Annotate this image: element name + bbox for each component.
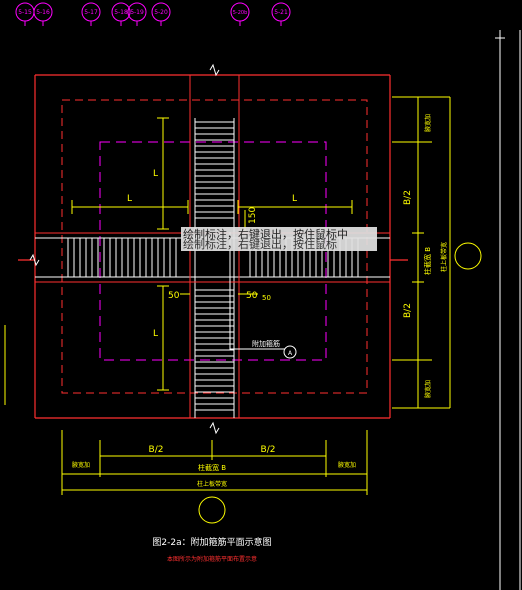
dim-label: 柱上板带宽 [440, 242, 448, 272]
dim-label: 腋宽加 [424, 114, 432, 132]
dim-label: 腋宽加 [338, 461, 356, 469]
axis-label: 5-20b [233, 10, 248, 16]
axis-label: 5-21 [274, 9, 288, 16]
dim-label: 50 [246, 291, 258, 301]
axis-label: 5-20 [154, 9, 168, 16]
dim-label: 柱上板带宽 [197, 480, 227, 488]
dim-label: 150 [248, 207, 258, 224]
dim-label: B/2 [261, 445, 276, 455]
vertical-beam[interactable] [189, 75, 240, 418]
axis-label: 5-15 [18, 9, 32, 16]
callout-label: 附加箍筋 [252, 339, 280, 348]
axis-label: 5-17 [84, 9, 98, 16]
axis-bubbles: 5-15 5-16 5-17 5-18 5-19 5-20 5-20b 5-21 [15, 2, 291, 26]
dim-label: 柱截宽 B [423, 247, 432, 275]
rebar-callout[interactable]: A 附加箍筋 [229, 232, 297, 359]
dim-label: 腋宽加 [72, 461, 90, 469]
figure-title: 图2-2a：附加箍筋平面示意图 [152, 536, 271, 548]
tooltip-line-1: 绘制标注，右键退出，按住鼠标中 [183, 228, 348, 241]
command-tooltip: 绘制标注，右键退出，按住鼠标中 绘制标注，右键退出，按住鼠标 [181, 227, 377, 251]
dim-label: 50 [262, 294, 271, 302]
dim-label: L [153, 169, 158, 179]
dim-label: 50 [168, 291, 180, 301]
dim-label: 腋宽加 [424, 380, 432, 398]
figure-subtitle: 本图所示为附加箍筋平面布置示意 [167, 555, 257, 563]
axis-bubble-bottom[interactable] [198, 496, 226, 524]
tooltip-line-2: 绘制标注，右键退出，按住鼠标 [183, 238, 337, 251]
dim-label: L [127, 194, 132, 204]
dim-label: B/2 [149, 445, 164, 455]
axis-label: 5-18 [114, 9, 128, 16]
break-marks [29, 63, 220, 435]
slab-outline[interactable] [18, 74, 408, 419]
axis-bubble[interactable] [15, 2, 291, 22]
callout-marker: A [288, 350, 293, 357]
dim-label: L [153, 329, 158, 339]
dim-label: B/2 [403, 303, 413, 318]
adjacent-drawing [495, 30, 521, 590]
axis-bubble-right[interactable] [454, 242, 482, 270]
bottom-dimension-stack [61, 430, 368, 495]
axis-label: 5-19 [130, 9, 144, 16]
dim-label: B/2 [403, 190, 413, 205]
dim-label: 柱截宽 B [198, 463, 226, 472]
dim-label: L [292, 194, 297, 204]
right-dimension-stack [392, 96, 451, 409]
axis-label: 5-16 [36, 9, 50, 16]
column-strip-region[interactable] [99, 141, 327, 361]
